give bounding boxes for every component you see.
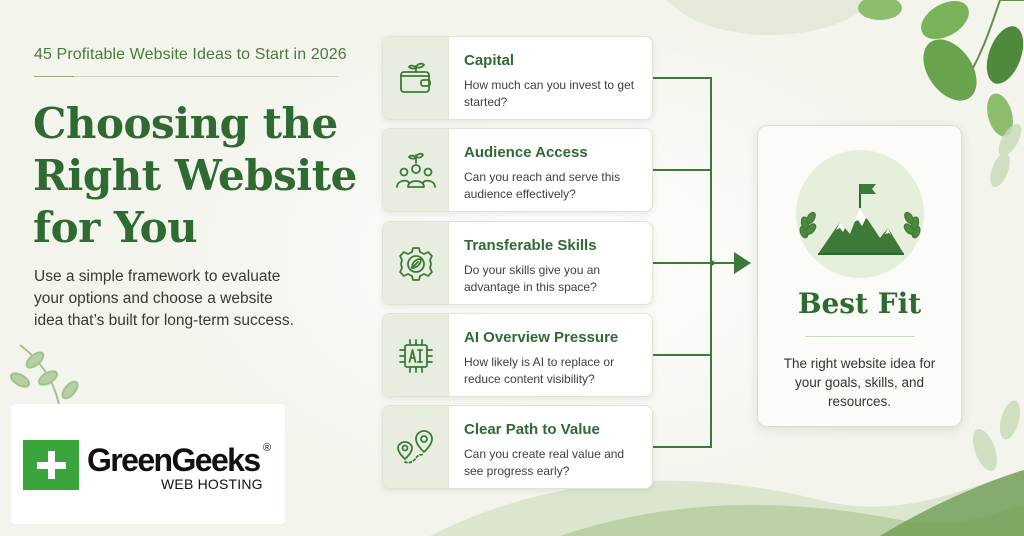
criteria-card-clear-path-to-value: Clear Path to Value Can you create real … (382, 405, 653, 489)
arrow-head (734, 252, 751, 274)
fern-left (9, 344, 79, 411)
criteria-title: Clear Path to Value (464, 421, 600, 438)
wallet-sprout-icon (399, 62, 431, 93)
ai-chip-icon (398, 339, 433, 373)
greengeeks-logo: GreenGeeks ® WEB HOSTING (11, 404, 285, 524)
criteria-title: AI Overview Pressure (464, 329, 619, 346)
criteria-card-capital: Capital How much can you invest to get s… (382, 36, 653, 120)
criteria-title: Capital (464, 52, 515, 69)
eyebrow-title: 45 Profitable Website Ideas to Start in … (34, 46, 347, 63)
headline-line-2: Right Website (33, 151, 357, 200)
criteria-description: Do your skills give you an advantage in … (464, 263, 601, 294)
criteria-card-audience-access: Audience Access Can you reach and serve … (382, 128, 653, 212)
page-title: Choosing the Right Website for You (33, 98, 373, 254)
criteria-card-transferable-skills: Transferable Skills Do your skills give … (382, 221, 653, 305)
audience-group-icon (395, 152, 436, 188)
criteria-card-ai-overview-pressure: AI Overview Pressure How likely is AI to… (382, 313, 653, 397)
leaf-cluster-top-right (858, 0, 1024, 137)
plus-logo-icon (23, 440, 79, 490)
logo-tagline: WEB HOSTING (161, 476, 263, 492)
map-pins-icon (396, 430, 433, 464)
eyebrow-divider (34, 76, 338, 77)
criteria-title: Transferable Skills (464, 237, 597, 254)
best-fit-description: The right website idea for your goals, s… (783, 356, 936, 409)
mountain-flag-icon (796, 150, 924, 278)
best-fit-divider (805, 336, 915, 337)
criteria-description: Can you reach and serve this audience ef… (464, 170, 621, 201)
registered-mark: ® (263, 442, 272, 454)
logo-wordmark: GreenGeeks (87, 442, 261, 478)
best-fit-title: Best Fit (797, 287, 922, 320)
gear-leaf-icon (398, 247, 433, 281)
headline-line-3: for You (33, 203, 198, 252)
fern-right (972, 123, 1022, 471)
criteria-description: Can you create real value and see progre… (464, 447, 625, 478)
headline-line-1: Choosing the (33, 99, 338, 148)
spine-dot (709, 260, 715, 266)
intro-text: Use a simple framework to evaluate your … (34, 268, 294, 329)
criteria-title: Audience Access (464, 144, 588, 161)
criteria-description: How likely is AI to replace or reduce co… (464, 355, 615, 386)
criteria-description: How much can you invest to get started? (464, 78, 635, 109)
